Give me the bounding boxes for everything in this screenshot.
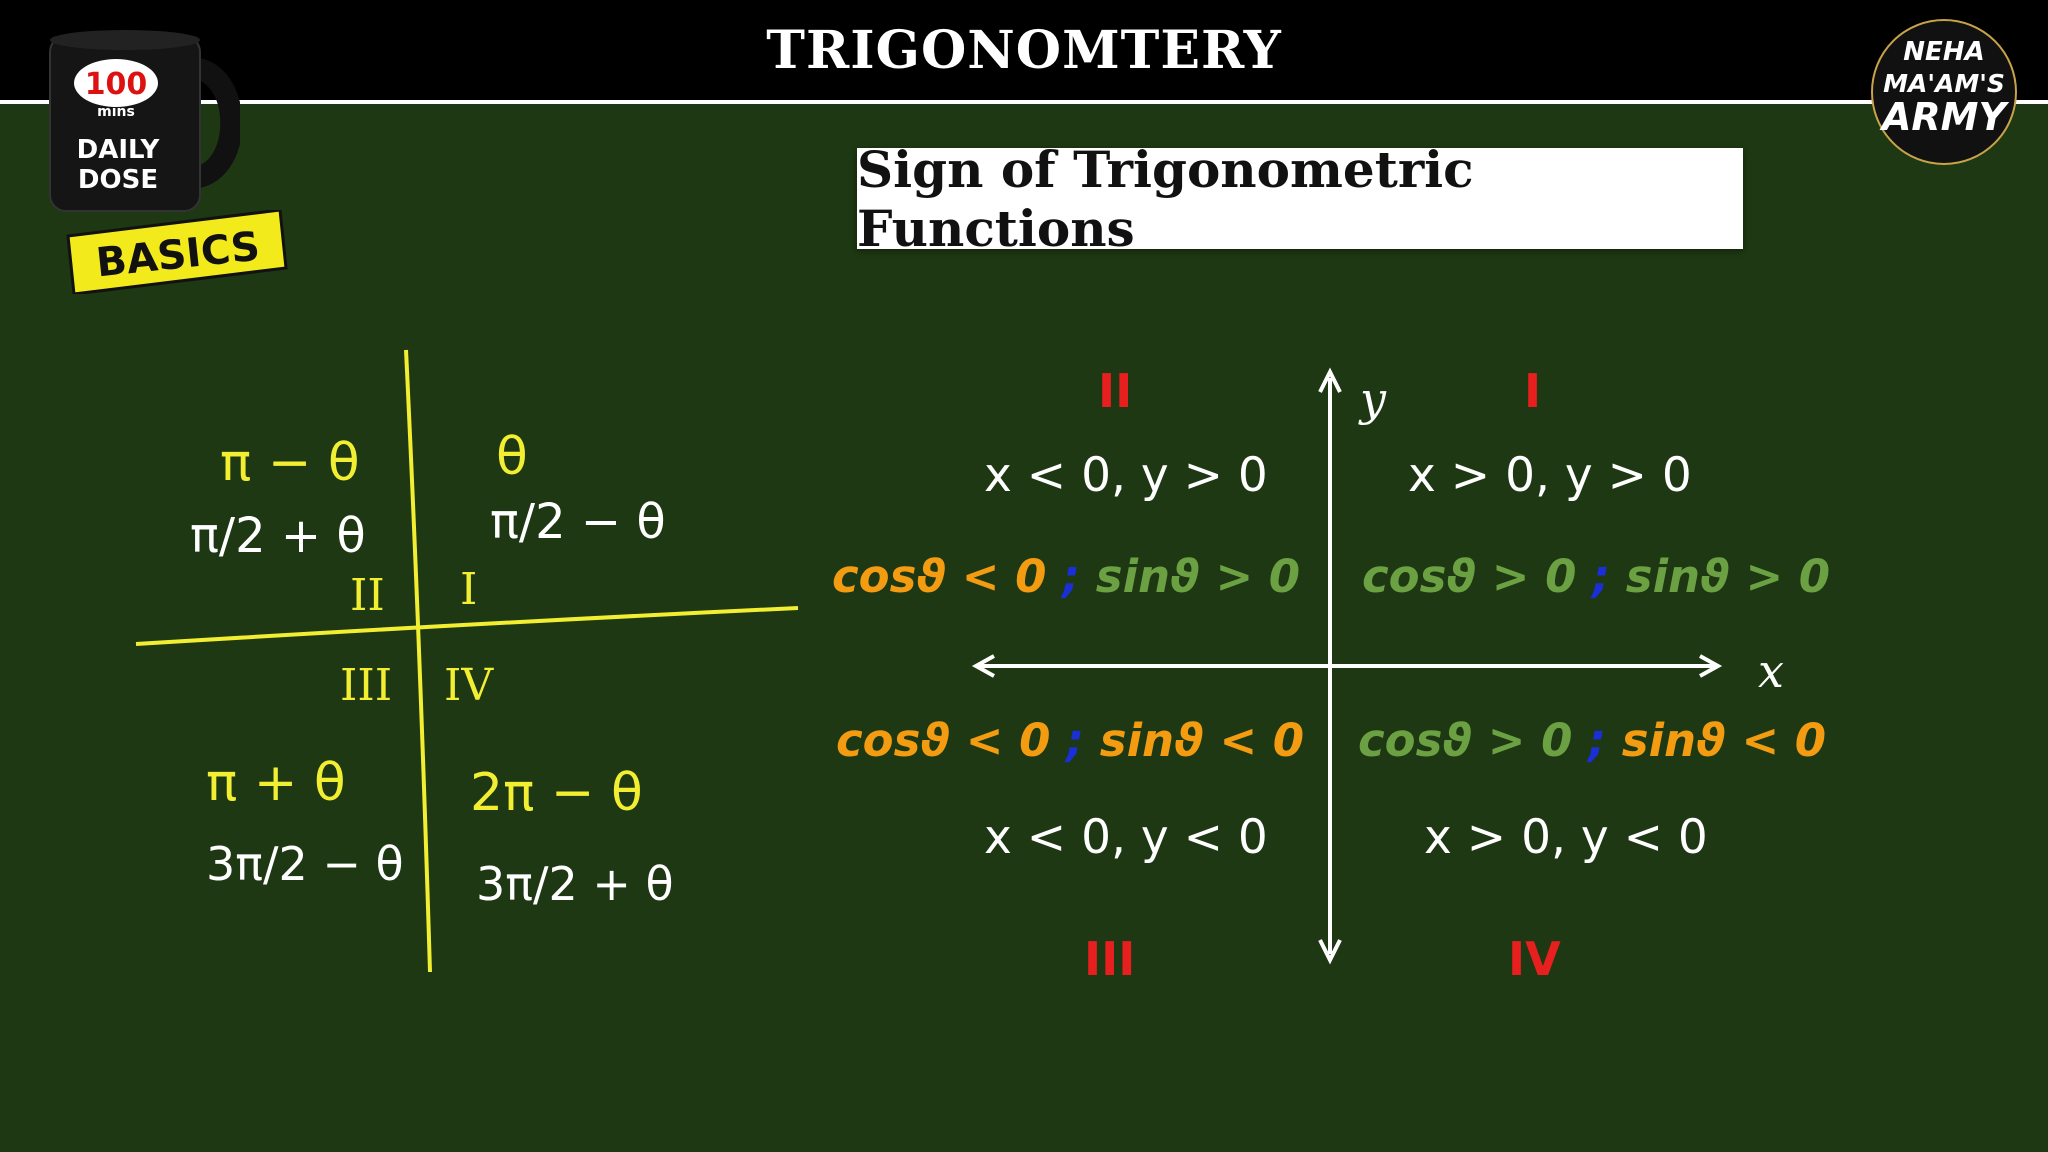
- x-axis-arrow-left: [971, 654, 995, 678]
- hand-q3-b: 3π/2 − θ: [206, 837, 404, 891]
- quadrant-2-numeral: II: [1098, 364, 1133, 418]
- quadrant-4-sin: sinϑ < 0: [1621, 714, 1827, 767]
- hand-q2-b: π/2 + θ: [190, 508, 366, 564]
- hand-roman-2: II: [350, 570, 385, 621]
- separator: ;: [1592, 550, 1611, 603]
- quadrant-3-cos: cosϑ < 0: [836, 714, 1051, 767]
- header-bar: TRIGONOMTERY: [0, 0, 2048, 104]
- hand-roman-1: I: [460, 564, 477, 615]
- quadrant-1-cos: cosϑ > 0: [1362, 550, 1577, 603]
- quadrant-2-sin: sinϑ > 0: [1095, 550, 1301, 603]
- hand-q2-a: π − θ: [220, 433, 360, 493]
- basics-tag: BASICS: [66, 210, 288, 294]
- y-axis-arrow-up: [1318, 367, 1342, 393]
- svg-text:DAILY: DAILY: [77, 135, 161, 165]
- separator: ;: [1588, 714, 1607, 767]
- hand-q1-b: π/2 − θ: [490, 494, 666, 550]
- quadrant-4-numeral: IV: [1508, 932, 1561, 986]
- quadrant-2-condition: x < 0, y > 0: [984, 448, 1268, 503]
- x-axis-label: x: [1758, 644, 1784, 698]
- y-axis-arrow-down: [1318, 939, 1342, 965]
- daily-dose-mug-logo: 100 mins DAILY DOSE: [49, 30, 240, 212]
- quadrant-3-sin: sinϑ < 0: [1099, 714, 1305, 767]
- quadrant-3-signs: cosϑ < 0 ; sinϑ < 0: [836, 714, 1304, 767]
- svg-text:DOSE: DOSE: [78, 165, 158, 195]
- quadrant-1-numeral: I: [1524, 364, 1542, 418]
- quadrant-1-condition: x > 0, y > 0: [1408, 448, 1692, 503]
- section-title: Sign of Trigonometric Functions: [857, 139, 1474, 258]
- page-title: TRIGONOMTERY: [766, 20, 1282, 81]
- hand-q4-b: 3π/2 + θ: [476, 857, 674, 911]
- quadrant-4-condition: x > 0, y < 0: [1424, 810, 1708, 865]
- svg-text:ARMY: ARMY: [1879, 95, 2009, 139]
- quadrant-2-signs: cosϑ < 0 ; sinϑ > 0: [832, 550, 1300, 603]
- hand-q1-a: θ: [496, 427, 528, 487]
- hand-vertical-line: [404, 349, 432, 973]
- quadrant-2-cos: cosϑ < 0: [832, 550, 1047, 603]
- quadrant-4-cos: cosϑ > 0: [1358, 714, 1573, 767]
- hand-roman-3: III: [340, 660, 392, 711]
- svg-text:100: 100: [85, 67, 148, 102]
- svg-text:MA'AM'S: MA'AM'S: [1883, 69, 2005, 98]
- x-axis-arrow-right: [1699, 654, 1723, 678]
- separator: ;: [1066, 714, 1085, 767]
- neha-maams-army-logo: NEHA MA'AM'S ARMY: [1871, 19, 2017, 165]
- hand-horizontal-line: [135, 606, 799, 646]
- hand-q3-a: π + θ: [206, 753, 346, 813]
- hand-roman-4: IV: [444, 660, 494, 711]
- quadrant-3-numeral: III: [1084, 932, 1136, 986]
- quadrant-4-signs: cosϑ > 0 ; sinϑ < 0: [1358, 714, 1826, 767]
- svg-text:mins: mins: [97, 104, 135, 120]
- svg-text:NEHA: NEHA: [1903, 37, 1984, 67]
- y-axis-label: y: [1360, 372, 1386, 426]
- section-title-box: Sign of Trigonometric Functions: [857, 140, 1743, 258]
- quadrant-1-signs: cosϑ > 0 ; sinϑ > 0: [1362, 550, 1830, 603]
- quadrant-1-sin: sinϑ > 0: [1625, 550, 1831, 603]
- quadrant-3-condition: x < 0, y < 0: [984, 810, 1268, 865]
- hand-q4-a: 2π − θ: [470, 763, 643, 823]
- separator: ;: [1062, 550, 1081, 603]
